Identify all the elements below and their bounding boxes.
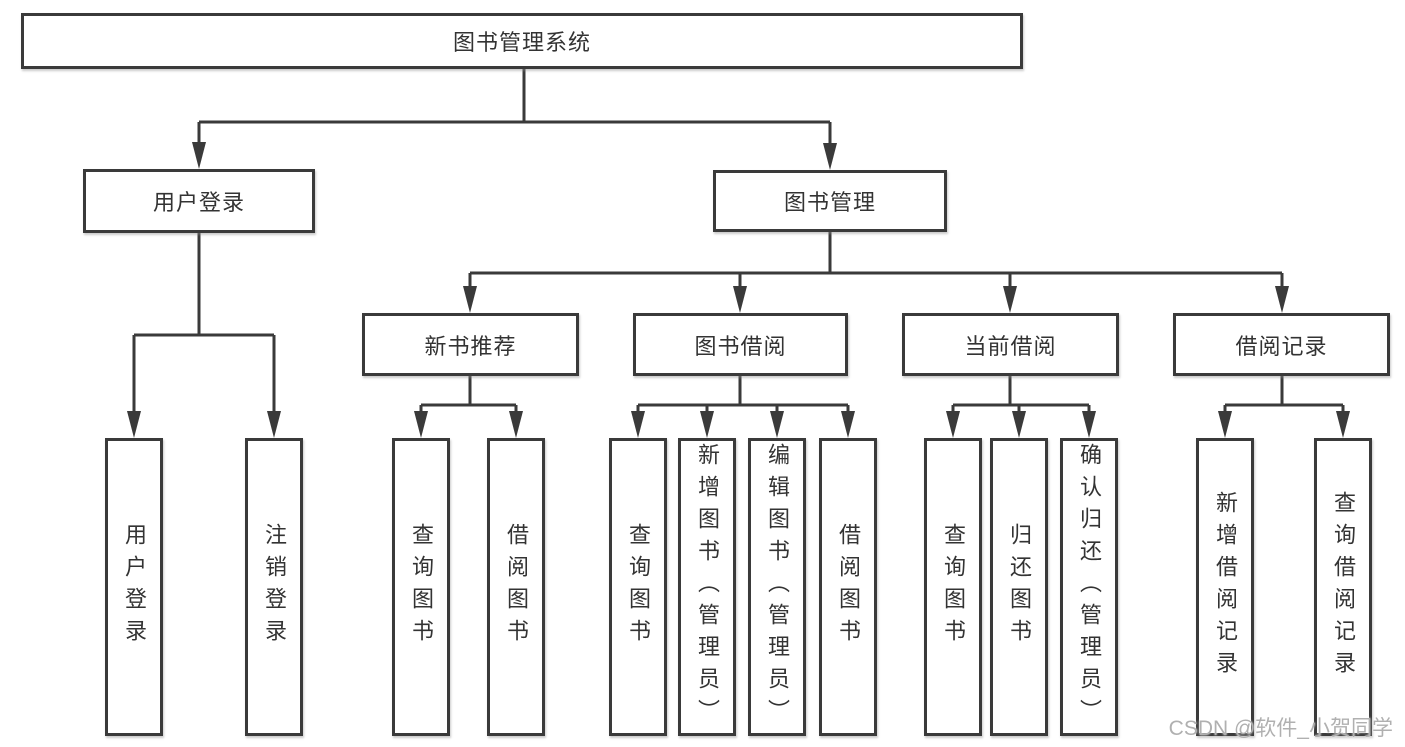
leaf-label: 查询图书 bbox=[626, 523, 651, 651]
csdn-watermark: CSDN @软件_小贺同学 bbox=[1168, 717, 1393, 740]
leaf-label: 借阅图书 bbox=[504, 523, 529, 651]
leaf-logout: 注销登录 bbox=[245, 438, 303, 736]
node-user-login: 用户登录 bbox=[83, 169, 315, 233]
leaf-label: 新增借阅记录 bbox=[1213, 491, 1238, 683]
leaf-return-books: 归还图书 bbox=[990, 438, 1048, 736]
leaf-edit-book-admin: 编辑图书（管理员） bbox=[748, 438, 806, 736]
node-label: 图书管理系统 bbox=[452, 30, 591, 55]
leaf-label: 编辑图书（管理员） bbox=[765, 443, 790, 731]
leaf-borrow-books-recommend: 借阅图书 bbox=[487, 438, 545, 736]
leaf-add-borrow-record: 新增借阅记录 bbox=[1196, 438, 1254, 736]
leaf-label: 新增图书（管理员） bbox=[695, 443, 720, 731]
leaf-label: 注销登录 bbox=[262, 523, 287, 651]
node-library-system: 图书管理系统 bbox=[21, 13, 1023, 69]
node-label: 新书推荐 bbox=[424, 333, 517, 359]
leaf-label: 用户登录 bbox=[122, 523, 147, 651]
leaf-label: 借阅图书 bbox=[836, 523, 861, 651]
node-label: 当前借阅 bbox=[964, 333, 1057, 359]
leaf-query-books-borrowing: 查询图书 bbox=[609, 438, 667, 736]
leaf-label: 查询图书 bbox=[409, 523, 434, 651]
node-borrowing-records: 借阅记录 bbox=[1173, 313, 1390, 376]
node-label: 图书管理 bbox=[783, 190, 876, 215]
node-label: 用户登录 bbox=[152, 190, 245, 215]
leaf-label: 确认归还（管理员） bbox=[1077, 443, 1102, 731]
leaf-label: 查询借阅记录 bbox=[1331, 491, 1356, 683]
arrow-heads bbox=[127, 142, 1350, 438]
leaf-query-books-recommend: 查询图书 bbox=[392, 438, 450, 736]
node-label: 图书借阅 bbox=[694, 333, 787, 359]
leaf-add-book-admin: 新增图书（管理员） bbox=[678, 438, 736, 736]
leaf-label: 查询图书 bbox=[941, 523, 966, 651]
node-current-borrowing: 当前借阅 bbox=[902, 313, 1119, 376]
leaf-query-books-current: 查询图书 bbox=[924, 438, 982, 736]
leaf-user-login: 用户登录 bbox=[105, 438, 163, 736]
leaf-label: 归还图书 bbox=[1007, 523, 1032, 651]
node-new-book-recommend: 新书推荐 bbox=[362, 313, 579, 376]
node-label: 借阅记录 bbox=[1235, 333, 1328, 359]
leaf-borrow-books-borrowing: 借阅图书 bbox=[819, 438, 877, 736]
leaf-confirm-return-admin: 确认归还（管理员） bbox=[1060, 438, 1118, 736]
node-book-borrowing: 图书借阅 bbox=[633, 313, 848, 376]
leaf-query-borrow-record: 查询借阅记录 bbox=[1314, 438, 1372, 736]
node-book-management: 图书管理 bbox=[713, 170, 947, 232]
